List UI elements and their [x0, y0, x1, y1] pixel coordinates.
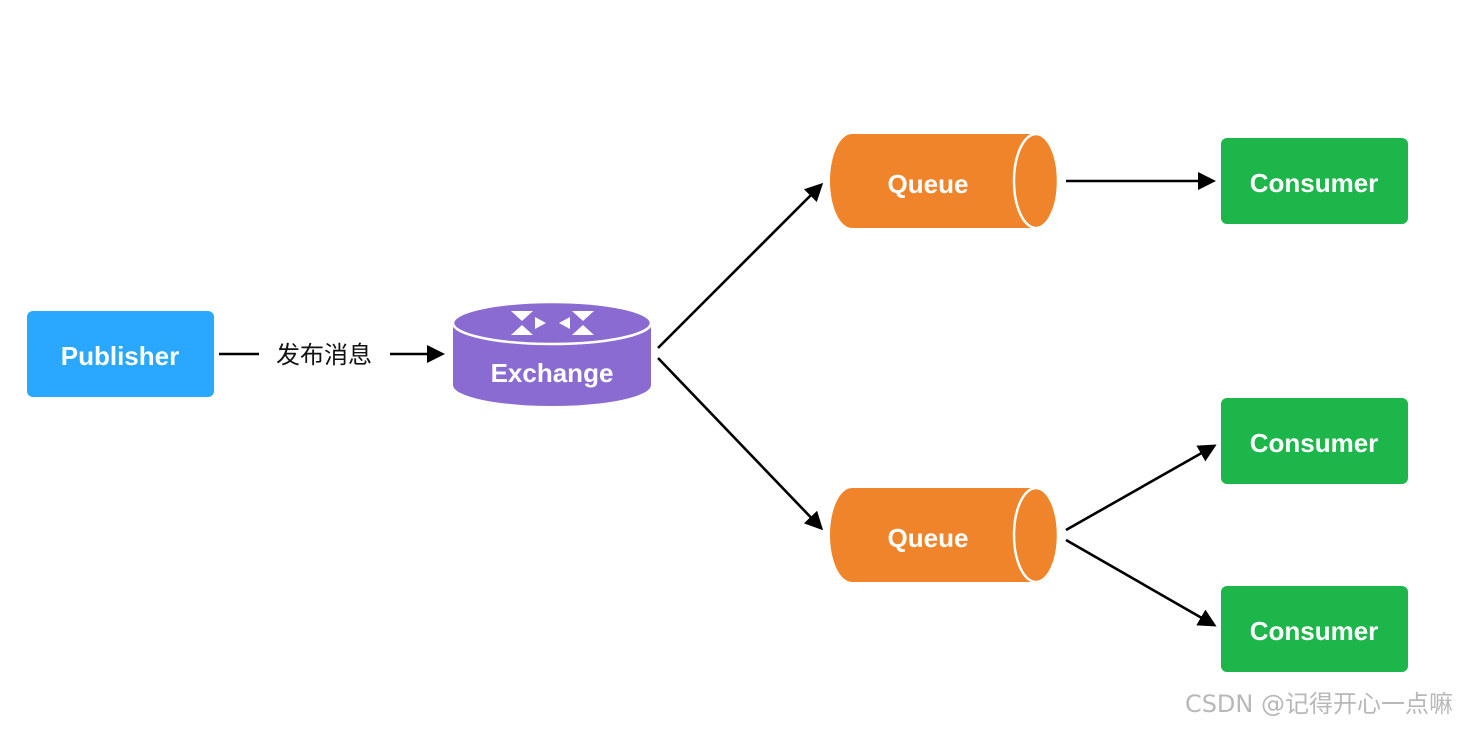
queue-2-label: Queue	[888, 523, 969, 553]
consumer-1-label: Consumer	[1250, 168, 1379, 198]
exchange-to-queue-1-edge	[657, 182, 824, 349]
publisher-box	[27, 311, 214, 397]
watermark-text: CSDN @记得开心一点嘛	[1185, 690, 1453, 718]
publish-message-label: 发布消息	[276, 341, 372, 369]
consumer-3-label: Consumer	[1250, 616, 1379, 646]
exchange-node: Exchange	[451, 300, 653, 406]
queue-1-cap	[1012, 132, 1060, 230]
queue-2-to-consumer-2-edge	[1065, 444, 1217, 532]
publisher-label: Publisher	[61, 341, 179, 371]
queue-2-node: Queue	[830, 486, 1060, 584]
queue-1-body	[830, 134, 1058, 228]
queue-2-to-consumer-3-edge	[1065, 538, 1217, 627]
queue-1-node: Queue	[830, 132, 1060, 230]
queue-2-cap	[1012, 486, 1060, 584]
exchange-body	[453, 323, 651, 406]
consumer-2-label: Consumer	[1250, 428, 1379, 458]
consumer-2-node: Consumer	[1221, 398, 1408, 484]
queue-2-body	[830, 488, 1058, 582]
exchange-label: Exchange	[491, 358, 614, 388]
exchange-to-queue-2-edge	[657, 357, 824, 531]
queue-1-label: Queue	[888, 169, 969, 199]
exchange-top	[451, 300, 653, 346]
consumer-3-box	[1221, 586, 1408, 672]
exchange-arrows-icon	[511, 311, 594, 335]
edges	[219, 171, 1217, 627]
publisher-node: Publisher	[27, 311, 214, 397]
consumer-1-box	[1221, 138, 1408, 224]
consumer-1-node: Consumer	[1221, 138, 1408, 224]
consumer-3-node: Consumer	[1221, 586, 1408, 672]
consumer-2-box	[1221, 398, 1408, 484]
